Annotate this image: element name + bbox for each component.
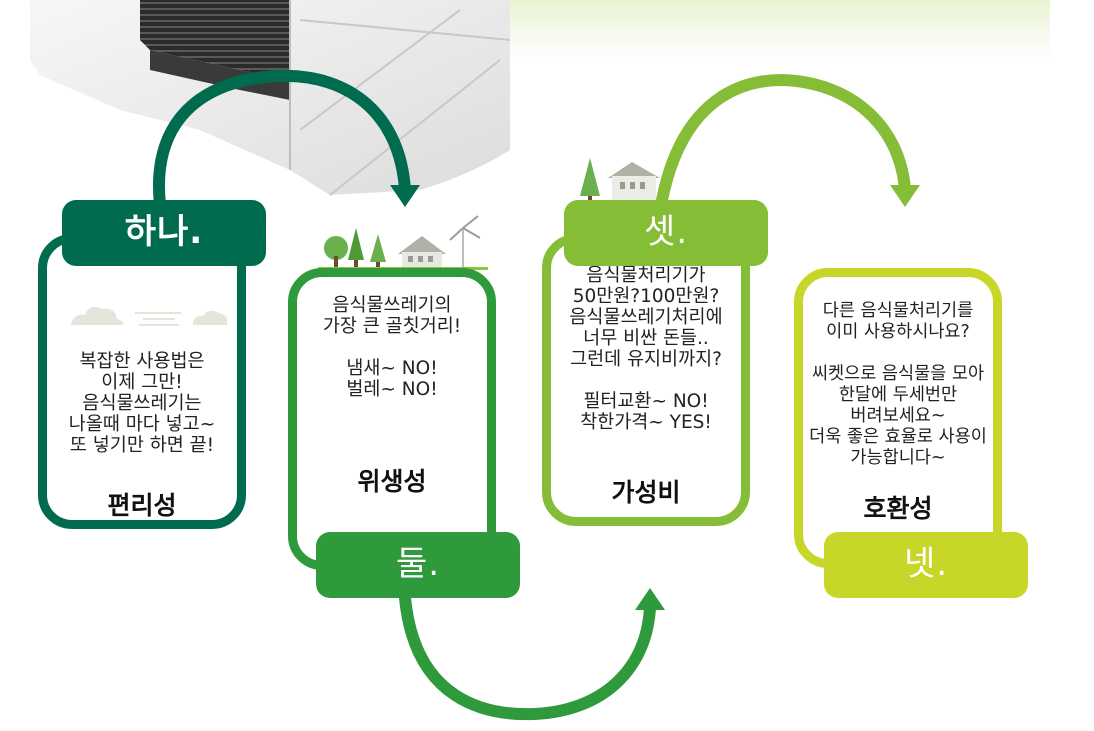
village-icon — [318, 215, 488, 270]
step-card-1: 복잡한 사용법은 이제 그만! 음식물쓰레기는 나올때 마다 넣고~ 또 넣기만… — [38, 234, 246, 529]
step-description: 복잡한 사용법은 이제 그만! 음식물쓰레기는 나올때 마다 넣고~ 또 넣기만… — [68, 351, 216, 456]
step-tab-2: 둘. — [316, 532, 520, 598]
feature-title: 가성비 — [611, 478, 681, 507]
step-card-2: 음식물쓰레기의 가장 큰 골칫거리! 냄새~ NO! 벌레~ NO! 위생성 — [288, 268, 496, 570]
step-description: 음식물쓰레기의 가장 큰 골칫거리! 냄새~ NO! 벌레~ NO! — [322, 295, 462, 400]
feature-title: 위생성 — [357, 467, 427, 496]
step-tab-1: 하나. — [62, 200, 266, 266]
feature-title: 편리성 — [107, 491, 177, 520]
top-gradient — [430, 0, 1050, 60]
step-description: 다른 음식물처리기를 이미 사용하시나요? 씨켓으로 음식물을 모아 한달에 두… — [809, 301, 987, 468]
step-card-4: 다른 음식물처리기를 이미 사용하시나요? 씨켓으로 음식물을 모아 한달에 두… — [794, 268, 1002, 568]
step-tab-3: 셋. — [564, 200, 768, 266]
step-description: 음식물처리기가 50만원?100만원? 음식물쓰레기처리에 너무 비싼 돈들..… — [569, 265, 723, 433]
feature-title: 호환성 — [863, 494, 933, 523]
cloud-icon — [71, 307, 228, 326]
step-card-3: 음식물처리기가 50만원?100만원? 음식물쓰레기처리에 너무 비싼 돈들..… — [542, 234, 750, 526]
house-icon — [580, 158, 660, 202]
step-tab-4: 넷. — [824, 532, 1028, 598]
